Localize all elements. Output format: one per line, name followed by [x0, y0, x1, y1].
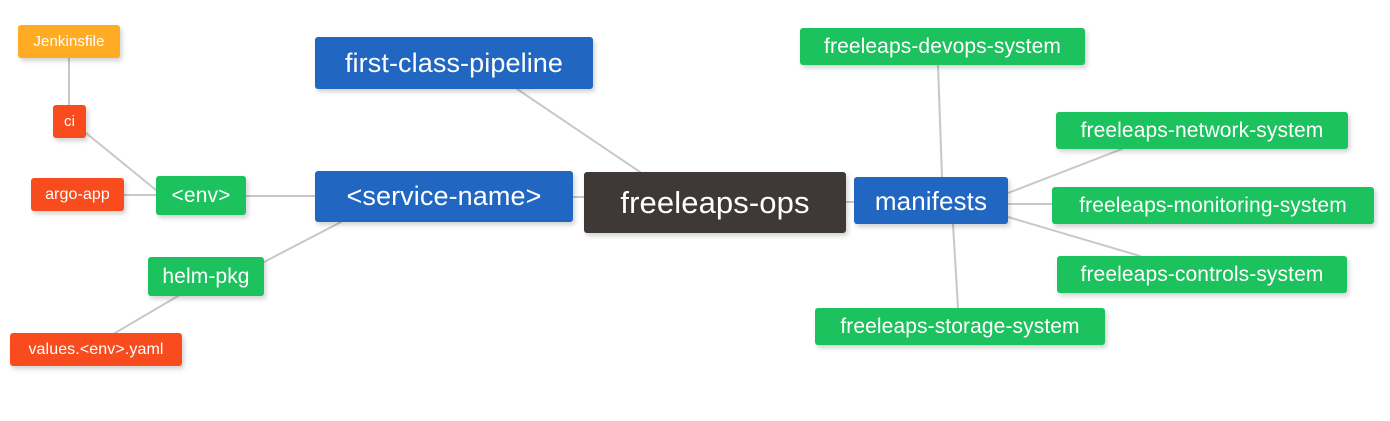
edge-service-name-to-helm-pkg	[263, 221, 342, 263]
mindmap-node-freeleaps-storage-system[interactable]: freeleaps-storage-system	[815, 308, 1105, 345]
mindmap-node-values-yaml[interactable]: values.<env>.yaml	[10, 333, 182, 366]
mindmap-node-freeleaps-network-system[interactable]: freeleaps-network-system	[1056, 112, 1348, 149]
mindmap-node-ci[interactable]: ci	[53, 105, 86, 138]
node-label-jenkinsfile: Jenkinsfile	[33, 33, 105, 50]
node-label-argo-app: argo-app	[45, 185, 110, 203]
node-label-freeleaps-devops-system: freeleaps-devops-system	[824, 35, 1061, 58]
edge-manifests-to-freeleaps-devops-system	[937, 64, 943, 178]
mindmap-node-manifests[interactable]: manifests	[854, 177, 1008, 224]
edge-helm-pkg-to-values-yaml	[114, 295, 179, 334]
node-label-manifests: manifests	[874, 185, 988, 216]
node-label-freeleaps-network-system: freeleaps-network-system	[1080, 119, 1324, 142]
mindmap-node-freeleaps-devops-system[interactable]: freeleaps-devops-system	[800, 28, 1085, 65]
node-label-env: <env>	[171, 184, 231, 207]
node-label-ci: ci	[63, 113, 76, 130]
node-label-freeleaps-ops: freeleaps-ops	[620, 185, 810, 220]
edge-first-class-pipeline-to-freeleaps-ops	[516, 88, 641, 173]
node-label-helm-pkg: helm-pkg	[162, 265, 250, 288]
node-label-freeleaps-monitoring-system: freeleaps-monitoring-system	[1079, 194, 1347, 217]
mindmap-node-service-name[interactable]: <service-name>	[315, 171, 573, 222]
edge-manifests-to-freeleaps-storage-system	[952, 223, 959, 309]
node-label-first-class-pipeline: first-class-pipeline	[344, 47, 564, 78]
mindmap-node-jenkinsfile[interactable]: Jenkinsfile	[18, 25, 120, 58]
node-label-freeleaps-storage-system: freeleaps-storage-system	[840, 315, 1080, 338]
mindmap-node-argo-app[interactable]: argo-app	[31, 178, 124, 211]
mindmap-node-freeleaps-ops[interactable]: freeleaps-ops	[584, 172, 846, 233]
mindmap-node-freeleaps-controls-system[interactable]: freeleaps-controls-system	[1057, 256, 1347, 293]
mindmap-node-helm-pkg[interactable]: helm-pkg	[148, 257, 264, 296]
node-label-values-yaml: values.<env>.yaml	[28, 340, 164, 358]
mindmap-node-freeleaps-monitoring-system[interactable]: freeleaps-monitoring-system	[1052, 187, 1374, 224]
mindmap-node-env[interactable]: <env>	[156, 176, 246, 215]
mindmap-node-first-class-pipeline[interactable]: first-class-pipeline	[315, 37, 593, 89]
node-label-freeleaps-controls-system: freeleaps-controls-system	[1080, 263, 1324, 286]
node-label-service-name: <service-name>	[346, 181, 542, 211]
